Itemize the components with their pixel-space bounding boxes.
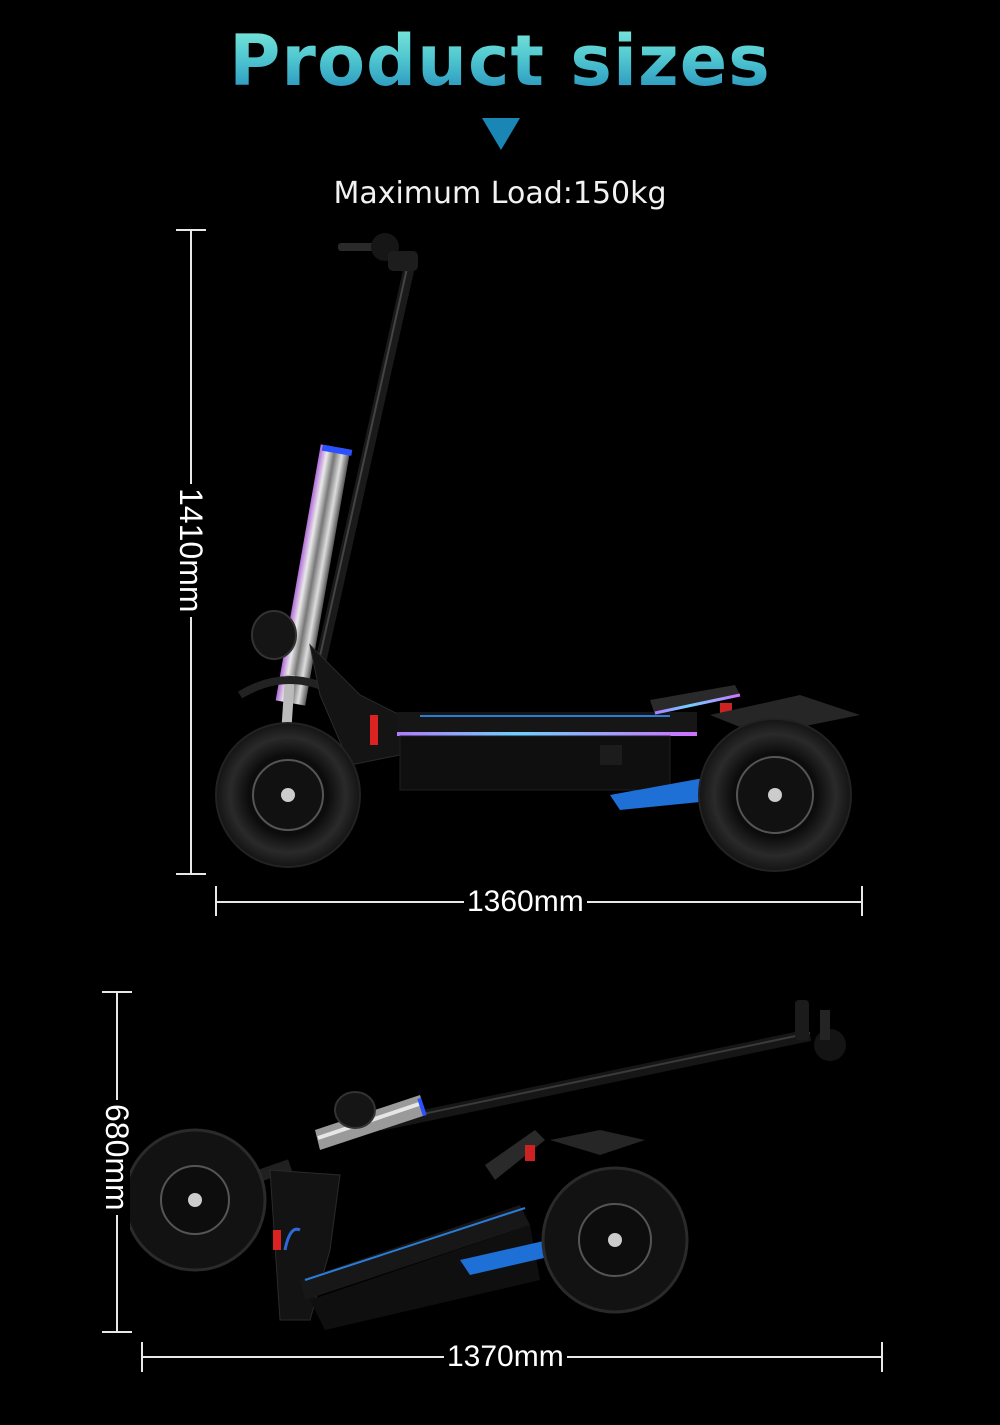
max-load-label: Maximum Load:150kg xyxy=(333,176,667,211)
folded-length-label: 1370mm xyxy=(444,1341,567,1373)
folded-height-label: 680mm xyxy=(99,1100,135,1215)
triangle-down-icon xyxy=(482,118,520,150)
unfolded-scooter-image xyxy=(215,233,860,872)
page-title: Product sizes xyxy=(0,18,1000,104)
unfolded-length-label: 1360mm xyxy=(464,886,587,918)
folded-scooter-image xyxy=(130,1000,846,1330)
